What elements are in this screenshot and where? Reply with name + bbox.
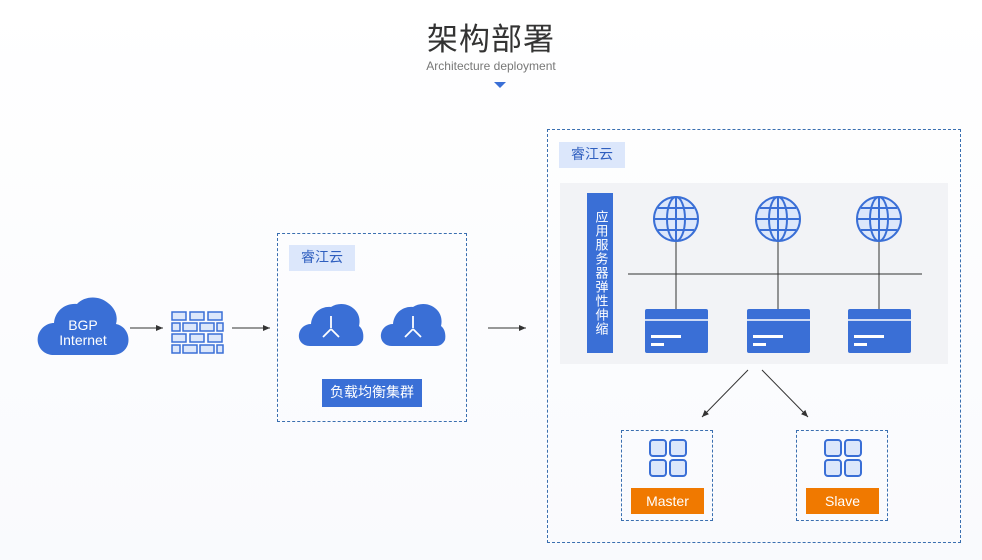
internet-label-line1: BGP (68, 317, 98, 333)
app-cluster-network (628, 196, 922, 353)
master-db-label: Master (631, 488, 704, 514)
database-grid-icon (649, 439, 687, 477)
database-grid-icon (824, 439, 862, 477)
slave-db-box (796, 430, 888, 521)
app-group-tag: 睿江云 (559, 142, 625, 168)
arrow-app-to-master (701, 369, 749, 418)
lb-cloud-group (277, 233, 467, 422)
master-db-box (621, 430, 713, 521)
internet-cloud-icon (37, 297, 129, 355)
lb-group-tag: 睿江云 (289, 245, 355, 271)
load-balancer-cloud-icon (380, 303, 446, 346)
chevron-down-icon (494, 82, 506, 88)
page-title: 架构部署 (427, 22, 555, 58)
load-balancer-cloud-icon (298, 303, 364, 346)
app-cluster-label: 应用服务器弹性伸缩 (587, 193, 613, 353)
server-icon (848, 309, 911, 353)
firewall-icon (171, 311, 224, 354)
globe-icon (653, 196, 699, 242)
app-cloud-group (547, 129, 961, 543)
server-icon (747, 309, 810, 353)
lb-cluster-label: 负载均衡集群 (322, 379, 422, 407)
page-subtitle: Architecture deployment (426, 59, 556, 73)
globe-icon (755, 196, 801, 242)
slave-db-label: Slave (806, 488, 879, 514)
arrow-app-to-slave (761, 369, 809, 418)
internet-label-line2: Internet (59, 332, 107, 348)
internet-label: BGP Internet (36, 318, 130, 348)
server-icon (645, 309, 708, 353)
globe-icon (856, 196, 902, 242)
